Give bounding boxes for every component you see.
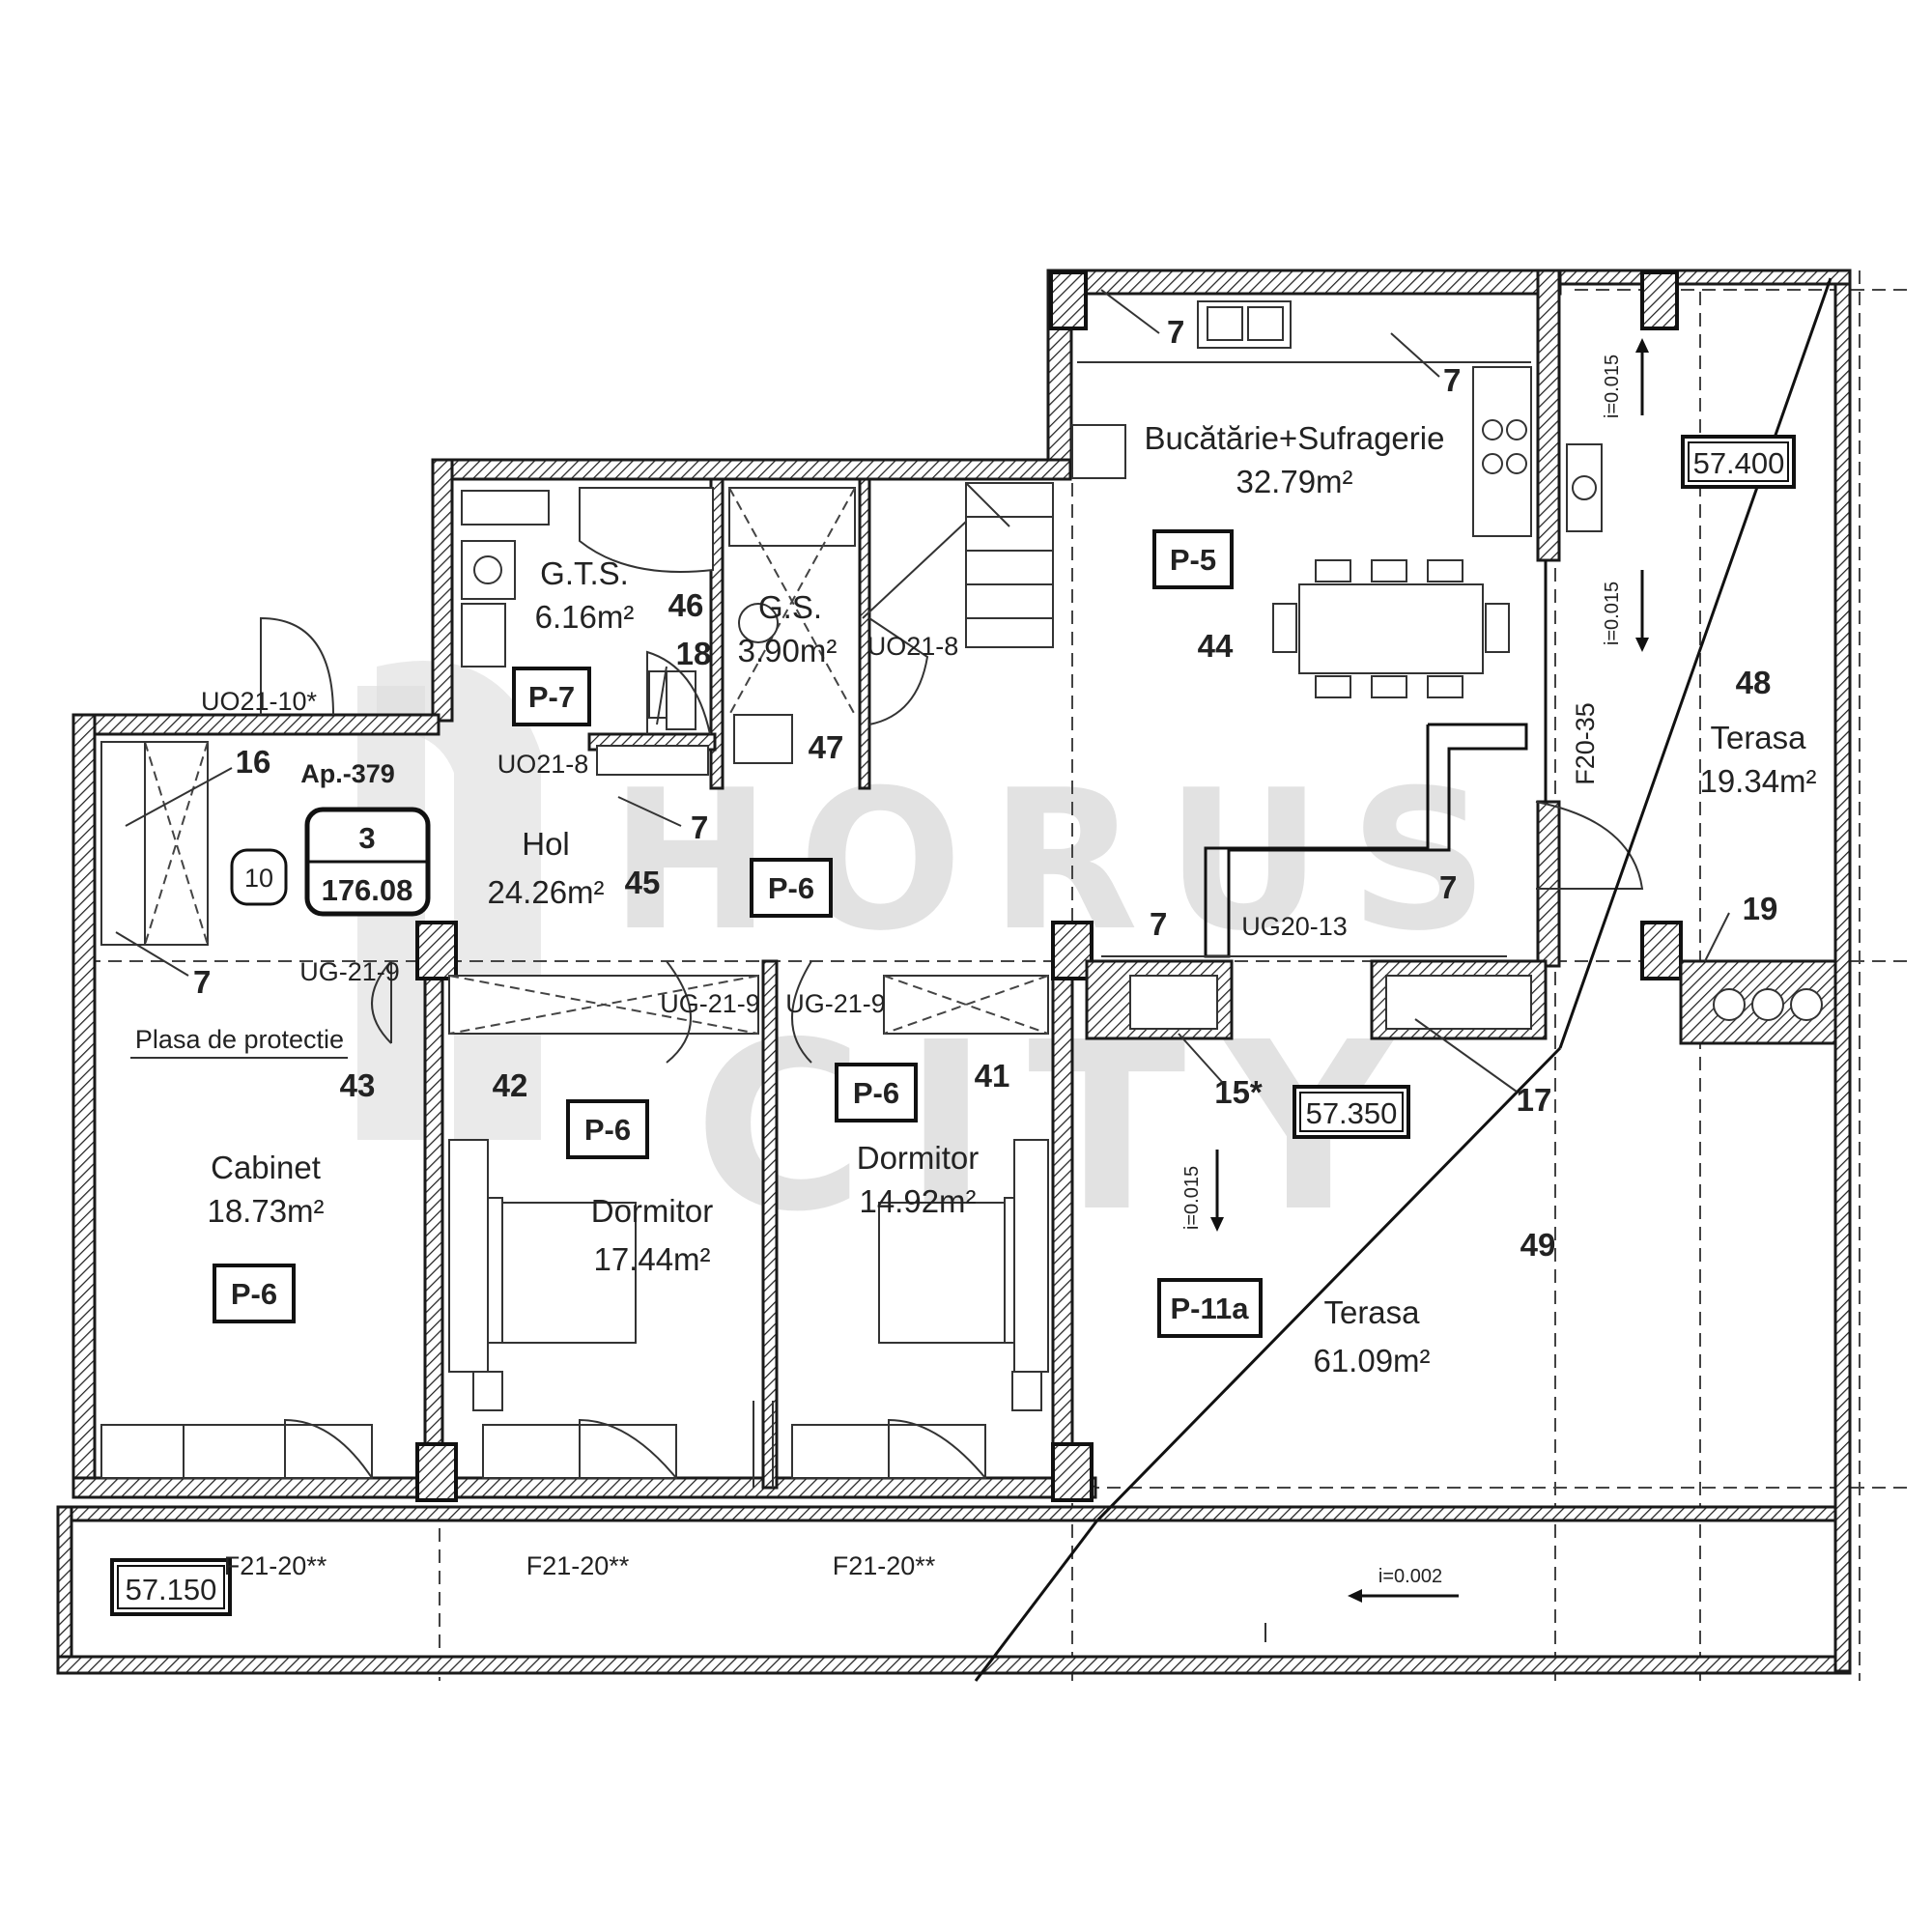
terasa2-name: Terasa (1323, 1294, 1420, 1330)
door-code: UG-21-9 (660, 989, 760, 1018)
cabinet-name: Cabinet (211, 1150, 321, 1185)
door-code: UG-21-9 (299, 957, 400, 986)
room-labels: Bucătărie+Sufragerie 32.79m² G.T.S. 6.16… (207, 420, 1816, 1378)
door-code: UO21-8 (497, 750, 589, 779)
dorm1-name: Dormitor (591, 1193, 714, 1229)
terasa1-area: 19.34m² (1699, 763, 1816, 799)
marker-7: 7 (691, 810, 708, 845)
closet (100, 741, 209, 946)
room-number: 45 (625, 865, 661, 900)
marker-7: 7 (1150, 906, 1167, 942)
tag-p6: P-6 (768, 871, 814, 905)
shafts (1085, 959, 1837, 1045)
apartment-label: Ap.-379 (300, 759, 395, 788)
gts-name: G.T.S. (540, 555, 629, 591)
finish-tags: P-5 P-7 P-6 P-6 P-6 P-6 P-11a (213, 529, 1263, 1338)
door-code: UO21-8 (867, 632, 959, 661)
apartment-area: 176.08 (322, 873, 413, 907)
note: Plasa de protectie (130, 1025, 348, 1059)
tag-p5: P-5 (1170, 543, 1216, 577)
slope: i=0.015 (1181, 1166, 1203, 1230)
room-number: 17 (1517, 1082, 1552, 1118)
tag-p11a: P-11a (1170, 1292, 1249, 1325)
kitchen-area: 32.79m² (1236, 464, 1352, 499)
tag-p6: P-6 (584, 1113, 631, 1147)
room-number: 19 (1743, 891, 1778, 926)
room-number: 49 (1520, 1227, 1556, 1263)
door-code: UG20-13 (1241, 912, 1348, 941)
tag-p6: P-6 (231, 1277, 277, 1311)
terasa2-area: 61.09m² (1313, 1343, 1430, 1378)
terasa1-name: Terasa (1710, 720, 1806, 755)
apartment-circle: 10 (244, 864, 273, 893)
tag-p7: P-7 (528, 680, 575, 714)
elevation-57400: 57.400 (1693, 446, 1785, 480)
tag-p6: P-6 (853, 1076, 899, 1110)
dorm2-area: 14.92m² (859, 1183, 976, 1219)
door-code: UO21-10* (201, 687, 318, 716)
marker-7: 7 (1443, 362, 1461, 398)
slopes: i=0.015 i=0.015 i=0.015 i=0.002 (1181, 338, 1649, 1603)
protection-net-note: Plasa de protectie (135, 1025, 344, 1054)
cabinet-area: 18.73m² (207, 1193, 324, 1229)
windows (100, 1401, 986, 1488)
room-number: 18 (676, 636, 712, 671)
room-number: 47 (809, 729, 844, 765)
hol-area: 24.26m² (487, 874, 604, 910)
elevation-57150: 57.150 (126, 1573, 217, 1606)
hol-name: Hol (522, 826, 570, 862)
door-code: UG-21-9 (785, 989, 886, 1018)
slope: i=0.015 (1602, 582, 1623, 645)
marker-7: 7 (193, 964, 211, 1000)
door-codes: UO21-10* UO21-8 UO21-8 UG-21-9 UG-21-9 U… (201, 632, 1348, 1018)
leader-lines (115, 289, 1730, 1093)
gs-area: 3.90m² (738, 633, 838, 668)
room-numbers: 44 46 18 47 45 43 42 41 48 49 16 19 17 1… (236, 587, 1778, 1263)
dorm1-area: 17.44m² (593, 1241, 710, 1277)
room-number: 43 (340, 1067, 376, 1103)
window-code: F21-20** (224, 1551, 327, 1580)
exterior-walls (56, 269, 1852, 1675)
bathroom-fixtures (461, 487, 856, 776)
elevations: 57.400 57.350 57.150 (110, 435, 1796, 1616)
room-number: 44 (1198, 628, 1234, 664)
room-number: 46 (668, 587, 704, 623)
room-number: 48 (1736, 665, 1772, 700)
kitchen-fixtures (862, 300, 1603, 958)
gs-name: G.S. (758, 589, 822, 625)
window-code: F21-20** (833, 1551, 936, 1580)
apartment-badge: Ap.-379 3 176.08 10 (230, 759, 431, 917)
markers: 7 7 7 7 7 7 (193, 314, 1461, 1000)
dorm2-name: Dormitor (857, 1140, 980, 1176)
room-number: 15* (1214, 1074, 1263, 1110)
slope: i=0.002 (1378, 1566, 1442, 1587)
terrace-diagonal (974, 277, 1833, 1682)
marker-7: 7 (1439, 869, 1457, 905)
elevation-57350: 57.350 (1306, 1096, 1398, 1130)
kitchen-name: Bucătărie+Sufragerie (1145, 420, 1445, 456)
gts-area: 6.16m² (535, 599, 635, 635)
bedroom1-furniture (448, 975, 759, 1411)
bedroom2-furniture (878, 975, 1049, 1411)
apartment-number: 3 (358, 821, 375, 855)
marker-7: 7 (1167, 314, 1184, 350)
room-number: 16 (236, 744, 271, 780)
slope: i=0.015 (1602, 355, 1623, 418)
window-codes: F21-20** F21-20** F21-20** F20-35 (224, 702, 1600, 1580)
columns (415, 270, 1683, 1502)
room-number: 42 (493, 1067, 528, 1103)
room-number: 41 (975, 1058, 1010, 1094)
window-code: F20-35 (1571, 702, 1600, 785)
window-code: F21-20** (526, 1551, 630, 1580)
doors (260, 560, 1644, 1064)
